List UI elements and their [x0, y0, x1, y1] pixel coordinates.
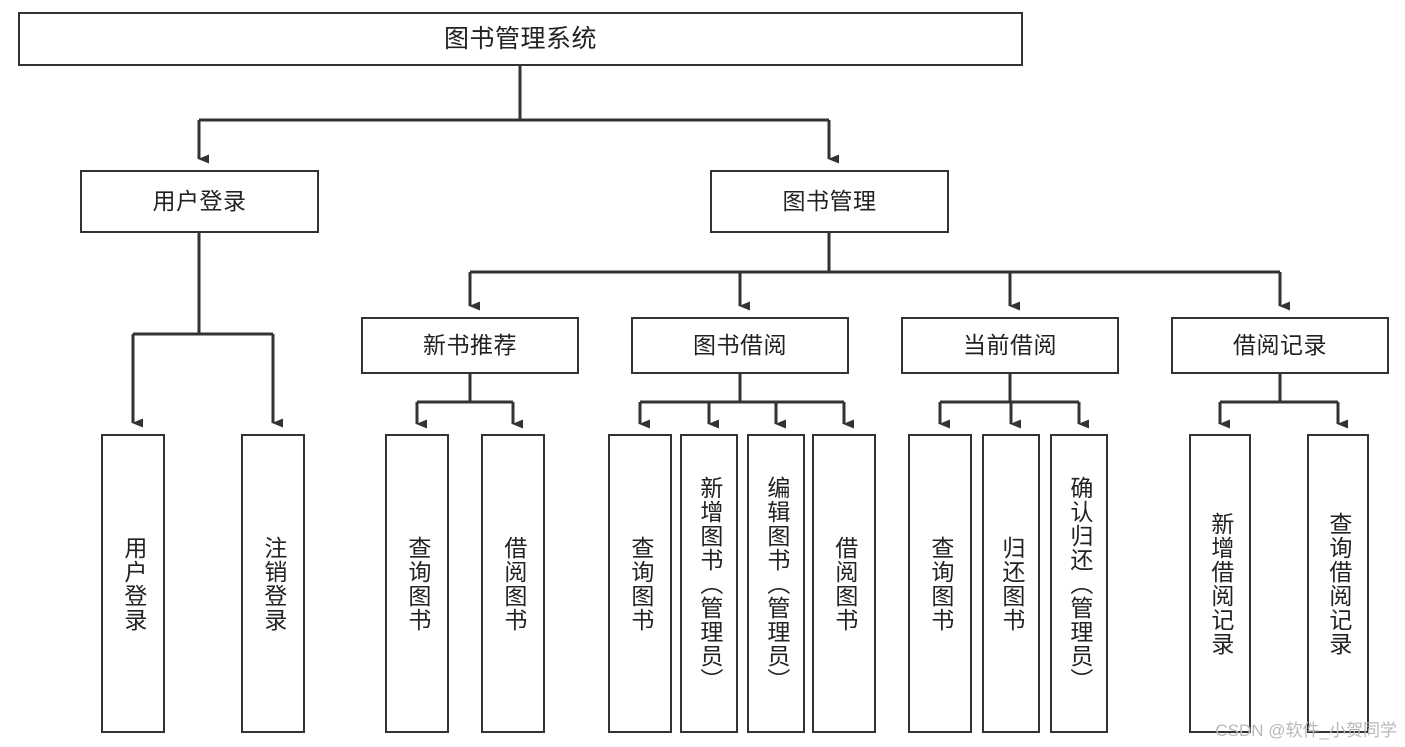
node-leaf-6[interactable]: 编辑图书（管理员） [747, 434, 805, 733]
node-leaf-0[interactable]: 用户登录 [101, 434, 165, 733]
node-label: 用户登录 [120, 535, 147, 632]
node-label: 图书管理 [782, 188, 877, 215]
node-root[interactable]: 图书管理系统 [18, 12, 1023, 66]
node-label: 归还图书 [998, 535, 1025, 632]
node-label: 编辑图书（管理员） [763, 475, 790, 692]
node-leaf-1[interactable]: 注销登录 [241, 434, 305, 733]
node-label: 借阅记录 [1233, 332, 1327, 359]
node-label: 查询借阅记录 [1325, 511, 1352, 656]
node-leaf-9[interactable]: 归还图书 [982, 434, 1040, 733]
node-label: 借阅图书 [831, 535, 858, 632]
node-leaf-11[interactable]: 新增借阅记录 [1189, 434, 1251, 733]
node-level3-3[interactable]: 借阅记录 [1171, 317, 1389, 374]
node-label: 新书推荐 [423, 332, 517, 359]
node-label: 用户登录 [152, 188, 247, 215]
node-leaf-4[interactable]: 查询图书 [608, 434, 672, 733]
node-leaf-12[interactable]: 查询借阅记录 [1307, 434, 1369, 733]
node-leaf-5[interactable]: 新增图书（管理员） [680, 434, 738, 733]
node-label: 查询图书 [404, 535, 431, 632]
node-label: 新增借阅记录 [1207, 511, 1234, 656]
node-leaf-3[interactable]: 借阅图书 [481, 434, 545, 733]
node-leaf-7[interactable]: 借阅图书 [812, 434, 876, 733]
node-label: 图书管理系统 [443, 24, 597, 53]
node-label: 注销登录 [260, 535, 287, 632]
node-level3-2[interactable]: 当前借阅 [901, 317, 1119, 374]
node-leaf-2[interactable]: 查询图书 [385, 434, 449, 733]
node-label: 当前借阅 [963, 332, 1057, 359]
node-label: 查询图书 [627, 535, 654, 632]
node-level2-1[interactable]: 图书管理 [710, 170, 949, 233]
node-label: 新增图书（管理员） [696, 475, 723, 692]
node-leaf-8[interactable]: 查询图书 [908, 434, 972, 733]
node-label: 查询图书 [927, 535, 954, 632]
node-leaf-10[interactable]: 确认归还（管理员） [1050, 434, 1108, 733]
node-label: 图书借阅 [693, 332, 787, 359]
node-level3-1[interactable]: 图书借阅 [631, 317, 849, 374]
watermark: CSDN @软件_小贺同学 [1215, 721, 1397, 740]
node-label: 确认归还（管理员） [1066, 475, 1093, 692]
node-level2-0[interactable]: 用户登录 [80, 170, 319, 233]
node-level3-0[interactable]: 新书推荐 [361, 317, 579, 374]
node-label: 借阅图书 [500, 535, 527, 632]
